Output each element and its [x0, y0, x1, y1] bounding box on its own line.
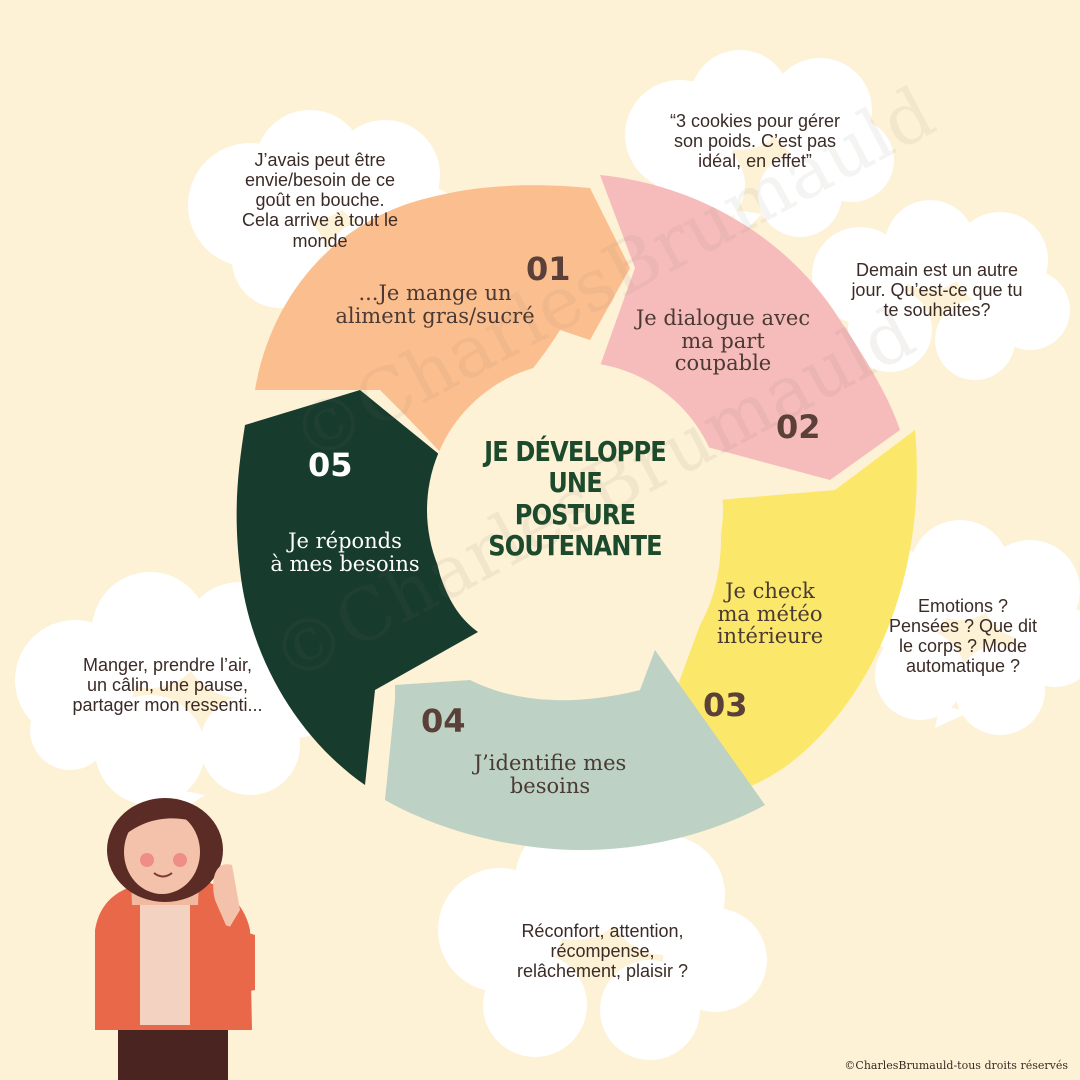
step-04-number: 04 [421, 702, 466, 740]
hub-circle [427, 362, 723, 658]
step-05-label: Je réponds à mes besoins [270, 529, 420, 576]
bubble-step4-text: Réconfort, attention, récompense, relâch… [516, 921, 689, 982]
bubble-step2-right-shape [812, 200, 1070, 380]
center-title: JE DÉVELOPPE UNE POSTURE SOUTENANTE [484, 435, 667, 563]
copyright-notice: ©CharlesBrumauld-tous droits réservés [844, 1059, 1068, 1072]
bubble-step3-text: Emotions ? Pensées ? Que dit le corps ? … [888, 596, 1038, 677]
step-02-label: Je dialogue avec ma part coupable [635, 306, 811, 376]
segment-01-shape [255, 185, 630, 453]
bubble-step5-text: Manger, prendre l’air, un câlin, une pau… [72, 655, 263, 716]
step-04-label: J’identifie mes besoins [473, 751, 627, 798]
step-01-label: ...Je mange un aliment gras/sucré [335, 281, 535, 328]
cycle-segments [236, 175, 917, 851]
bubble-step1-text: J’avais peut être envie/besoin de ce goû… [241, 150, 399, 251]
bubble-step2-right-text: Demain est un autre jour. Qu’est-ce que … [851, 260, 1023, 321]
segment-04-shape [385, 650, 765, 851]
step-02-number: 02 [776, 408, 821, 446]
bubble-step4-shape [438, 818, 767, 1060]
woman-illustration [95, 798, 255, 1080]
segment-05-shape [236, 390, 478, 785]
step-01-number: 01 [526, 250, 571, 288]
step-03-label: Je check ma météo intérieure [716, 579, 824, 649]
step-03-number: 03 [703, 686, 748, 724]
bubble-step2-top-shape [625, 50, 894, 245]
bubble-step2-top-text: “3 cookies pour gérer son poids. C’est p… [669, 111, 841, 172]
step-05-number: 05 [308, 446, 353, 484]
segment-03-shape [665, 430, 917, 790]
